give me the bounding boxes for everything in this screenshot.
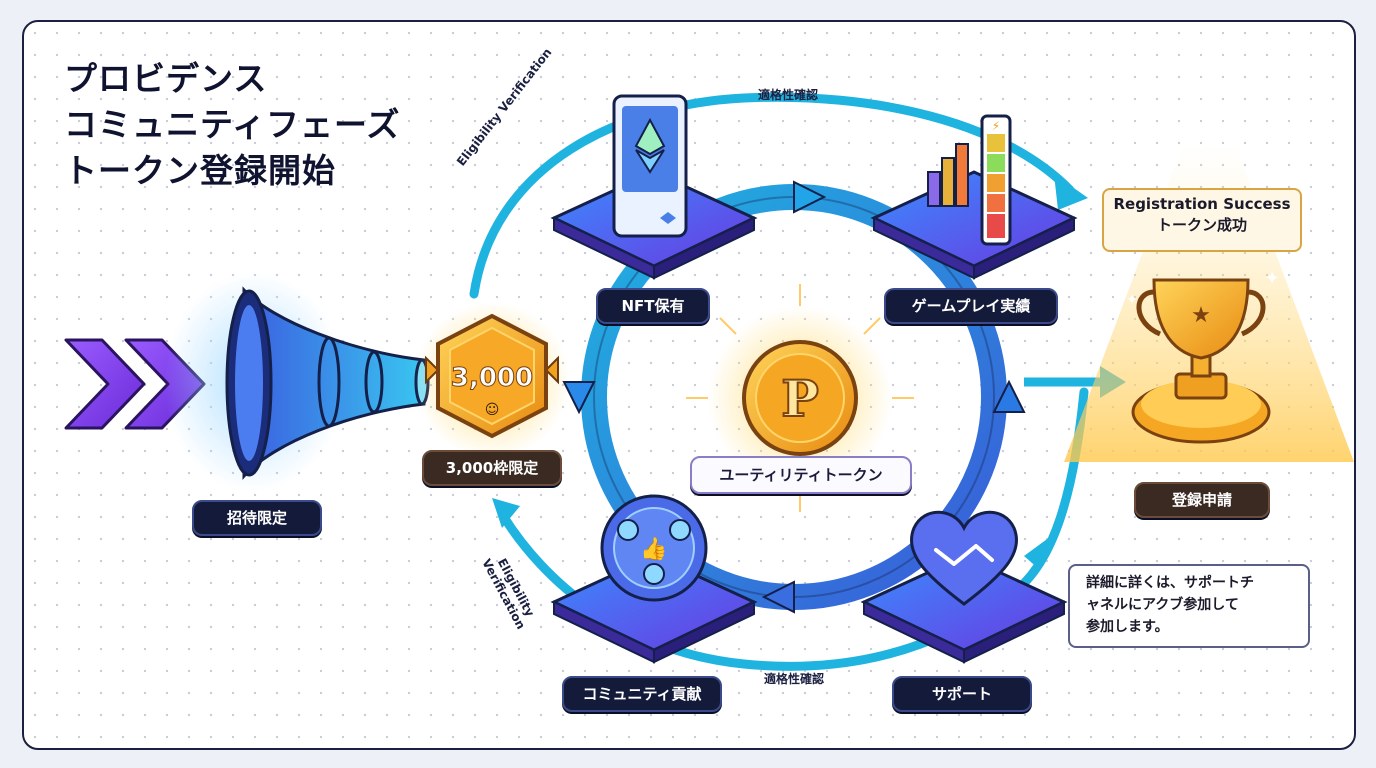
callout-line-2: トークン成功 bbox=[1156, 216, 1247, 234]
callout-line-1: Registration Success bbox=[1113, 195, 1291, 213]
bar-chart-icon: ⚡ bbox=[927, 114, 1012, 246]
support-down-arrowhead bbox=[1024, 534, 1054, 570]
utility-token-coin: P bbox=[686, 284, 914, 512]
arc-label-bottom-jp: 適格性確認 bbox=[764, 672, 825, 686]
badge-value: 3,000 bbox=[451, 363, 533, 393]
invite-only-label: 招待限定 bbox=[192, 500, 322, 536]
outer-arc-top-arrowhead bbox=[1054, 174, 1088, 210]
support-label: サポート bbox=[892, 676, 1032, 712]
register-application-label: 登録申請 bbox=[1134, 482, 1270, 518]
trophy-icon: ★ ✦ ✦ bbox=[1064, 142, 1354, 462]
svg-text:⚡: ⚡ bbox=[992, 119, 1000, 133]
page-title: プロビデンス コミュニティフェーズ トークン登録開始 bbox=[64, 56, 400, 194]
community-contribution-label: コミュニティ貢献 bbox=[562, 676, 722, 712]
svg-text:✦: ✦ bbox=[1264, 268, 1279, 289]
limit-label: 3,000枠限定 bbox=[422, 450, 562, 486]
utility-token-label: ユーティリティトークン bbox=[690, 456, 912, 494]
svg-text:👍: 👍 bbox=[640, 536, 667, 562]
users-icon: ☺ bbox=[485, 402, 500, 418]
limit-badge-icon: 3,000 ☺ bbox=[414, 302, 570, 458]
funnel-icon bbox=[164, 272, 430, 492]
title-line-1: プロビデンス bbox=[64, 59, 268, 98]
nft-holding-label: NFT保有 bbox=[596, 288, 710, 324]
cycle-ring bbox=[562, 180, 1026, 614]
game-platform bbox=[870, 170, 1078, 280]
title-line-3: トークン登録開始 bbox=[64, 151, 336, 190]
flow-diagram: 3,000 ☺ bbox=[64, 92, 1354, 671]
outer-arc-bottom-arrowhead bbox=[492, 498, 520, 528]
handshake-heart-icon bbox=[909, 510, 1019, 606]
svg-text:★: ★ bbox=[1191, 303, 1211, 328]
registration-success-callout: Registration Success トークン成功 bbox=[1102, 188, 1302, 252]
gameplay-record-label: ゲームプレイ実績 bbox=[884, 288, 1058, 324]
diagram-frame: プロビデンス コミュニティフェーズ トークン登録開始 bbox=[22, 20, 1356, 750]
community-icon: 👍 bbox=[600, 494, 708, 602]
svg-text:✦: ✦ bbox=[1126, 292, 1138, 308]
coin-symbol: P bbox=[781, 369, 819, 428]
title-line-2: コミュニティフェーズ bbox=[64, 105, 401, 144]
nft-card-icon bbox=[612, 94, 688, 238]
community-platform bbox=[550, 554, 758, 664]
arc-label-top-jp: 適格性確認 bbox=[758, 88, 819, 102]
support-note: 詳細に詳くは、サポートチ ャネルにアクブ参加して 参加します。 bbox=[1068, 564, 1310, 648]
